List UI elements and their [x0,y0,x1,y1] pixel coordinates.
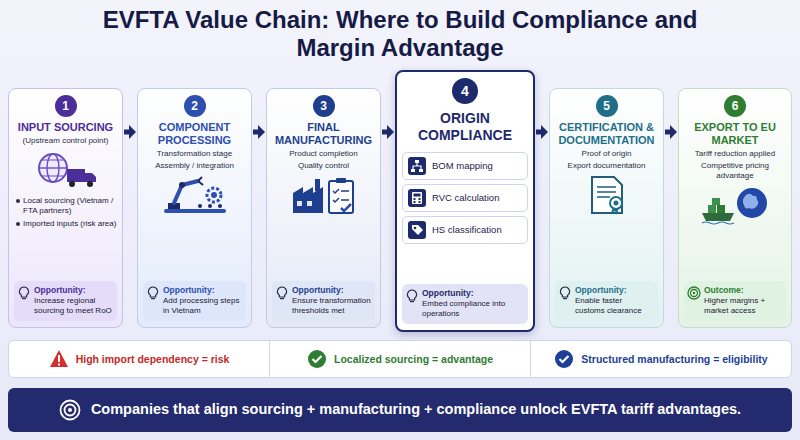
step-number: 4 [452,78,478,104]
stage-card: ORIGIN COMPLIANCE BOM mappingRVC calculat… [395,70,535,332]
target-icon [687,286,701,300]
stage-subtitle: Proof of origin [582,149,632,159]
stage-illustration [160,175,230,215]
flow-arrow [536,125,548,139]
flow-arrow [253,125,265,139]
key-point-icon [49,349,69,369]
stage-card: CERTIFICATION & DOCUMENTATION Proof of or… [549,88,664,328]
stage-title: ORIGIN COMPLIANCE [402,110,528,144]
stage-title: COMPONENT PROCESSING [143,121,246,147]
opportunity-text: Higher margins + market access [704,296,782,316]
stage-subtitle: Tariff reduction applied [695,149,775,159]
conclusion-banner: Companies that align sourcing + manufact… [8,388,792,432]
opportunity-label: Outcome: [704,285,782,296]
opportunity-box: Opportunity:Embed compliance into operat… [402,284,528,324]
step-number: 1 [55,95,77,117]
key-point: High import dependency = risk [9,341,269,377]
step-number-text: 1 [62,99,69,113]
check-item: RVC calculation [402,184,528,212]
opportunity-box: Opportunity:Ensure transformation thresh… [272,281,375,321]
flow-arrow [382,125,394,139]
stage-card: FINAL MANUFACTURING Product completionQua… [266,88,381,328]
stage-illustration [700,185,770,225]
stage-card: INPUT SOURCING (Upstream control point) Lo… [8,88,123,328]
step-number: 3 [313,95,335,117]
opportunity-box: Outcome:Higher margins + market access [684,281,786,321]
stage-title: EXPORT TO EU MARKET [684,121,786,147]
opportunity-label: Opportunity: [422,288,524,299]
opportunity-text: Enable faster customs clearance [575,296,654,316]
key-point: Localized sourcing = advantage [269,341,530,377]
opportunity-text: Increase regional sourcing to meet RoO [34,296,113,316]
bulb-icon [146,286,160,300]
step-number: 5 [596,95,618,117]
key-point-icon [307,349,327,369]
stage-subtitle: Quality control [298,161,349,171]
opportunity-label: Opportunity: [163,285,242,296]
bulb-icon [405,289,419,303]
stage-subtitle: Product completion [289,149,357,159]
key-points-strip: High import dependency = risk Localized s… [8,340,792,378]
stage-card: EXPORT TO EU MARKET Tariff reduction appl… [678,88,792,328]
banner-icon [59,399,81,421]
opportunity-box: Opportunity:Enable faster customs cleara… [555,281,658,321]
stage-illustration [31,150,101,190]
opportunity-label: Opportunity: [575,285,654,296]
step-number-text: 3 [320,99,327,113]
stage-card: COMPONENT PROCESSING Transformation stage… [137,88,252,328]
banner-text: Companies that align sourcing + manufact… [91,401,741,418]
stage-subtitle: Transformation stage [157,149,232,159]
key-point-icon [554,349,574,369]
step-number: 6 [724,95,746,117]
item-text: BOM mapping [432,160,493,171]
step-number-text: 2 [191,99,198,113]
stage-title: INPUT SOURCING [18,121,113,134]
key-point: Structured manufacturing = eligibility [530,341,791,377]
bullet-text: Local sourcing (Vietnam / FTA partners) [14,196,117,216]
stage-subtitle: Export documentation [568,161,646,171]
key-point-text: Localized sourcing = advantage [334,353,493,366]
key-point-text: High import dependency = risk [76,353,230,366]
bullet-text: Imported inputs (risk area) [14,219,117,229]
stage-title: FINAL MANUFACTURING [272,121,375,147]
stage-illustration [289,175,359,215]
opportunity-label: Opportunity: [34,285,113,296]
opportunity-text: Embed compliance into operations [422,299,524,319]
item-icon [408,157,426,175]
opportunity-box: Opportunity:Add processing steps in Viet… [143,281,246,321]
bulb-icon [558,286,572,300]
step-number-text: 6 [732,99,739,113]
opportunity-label: Opportunity: [292,285,371,296]
item-text: RVC calculation [432,192,499,203]
bulb-icon [275,286,289,300]
stage-illustration [572,175,642,215]
bulb-icon [17,286,31,300]
item-text: HS classification [432,224,502,235]
step-number-text: 5 [603,99,610,113]
check-item: HS classification [402,216,528,244]
key-point-text: Structured manufacturing = eligibility [581,353,767,366]
diagram-title: EVFTA Value Chain: Where to Build Compli… [100,6,700,62]
stage-title: CERTIFICATION & DOCUMENTATION [555,121,658,147]
check-item: BOM mapping [402,152,528,180]
stage-subtitle: (Upstream control point) [23,136,109,146]
opportunity-text: Ensure transformation thresholds met [292,296,371,316]
opportunity-box: Opportunity:Increase regional sourcing t… [14,281,117,321]
item-icon [408,221,426,239]
flow-arrow [124,125,136,139]
step-number-text: 4 [461,83,469,99]
item-icon [408,189,426,207]
stage-subtitle: Assembly / integration [155,161,234,171]
stage-subtitle: Competitive pricing advantage [684,161,786,181]
step-number: 2 [184,95,206,117]
flow-arrow [665,125,677,139]
opportunity-text: Add processing steps in Vietnam [163,296,242,316]
